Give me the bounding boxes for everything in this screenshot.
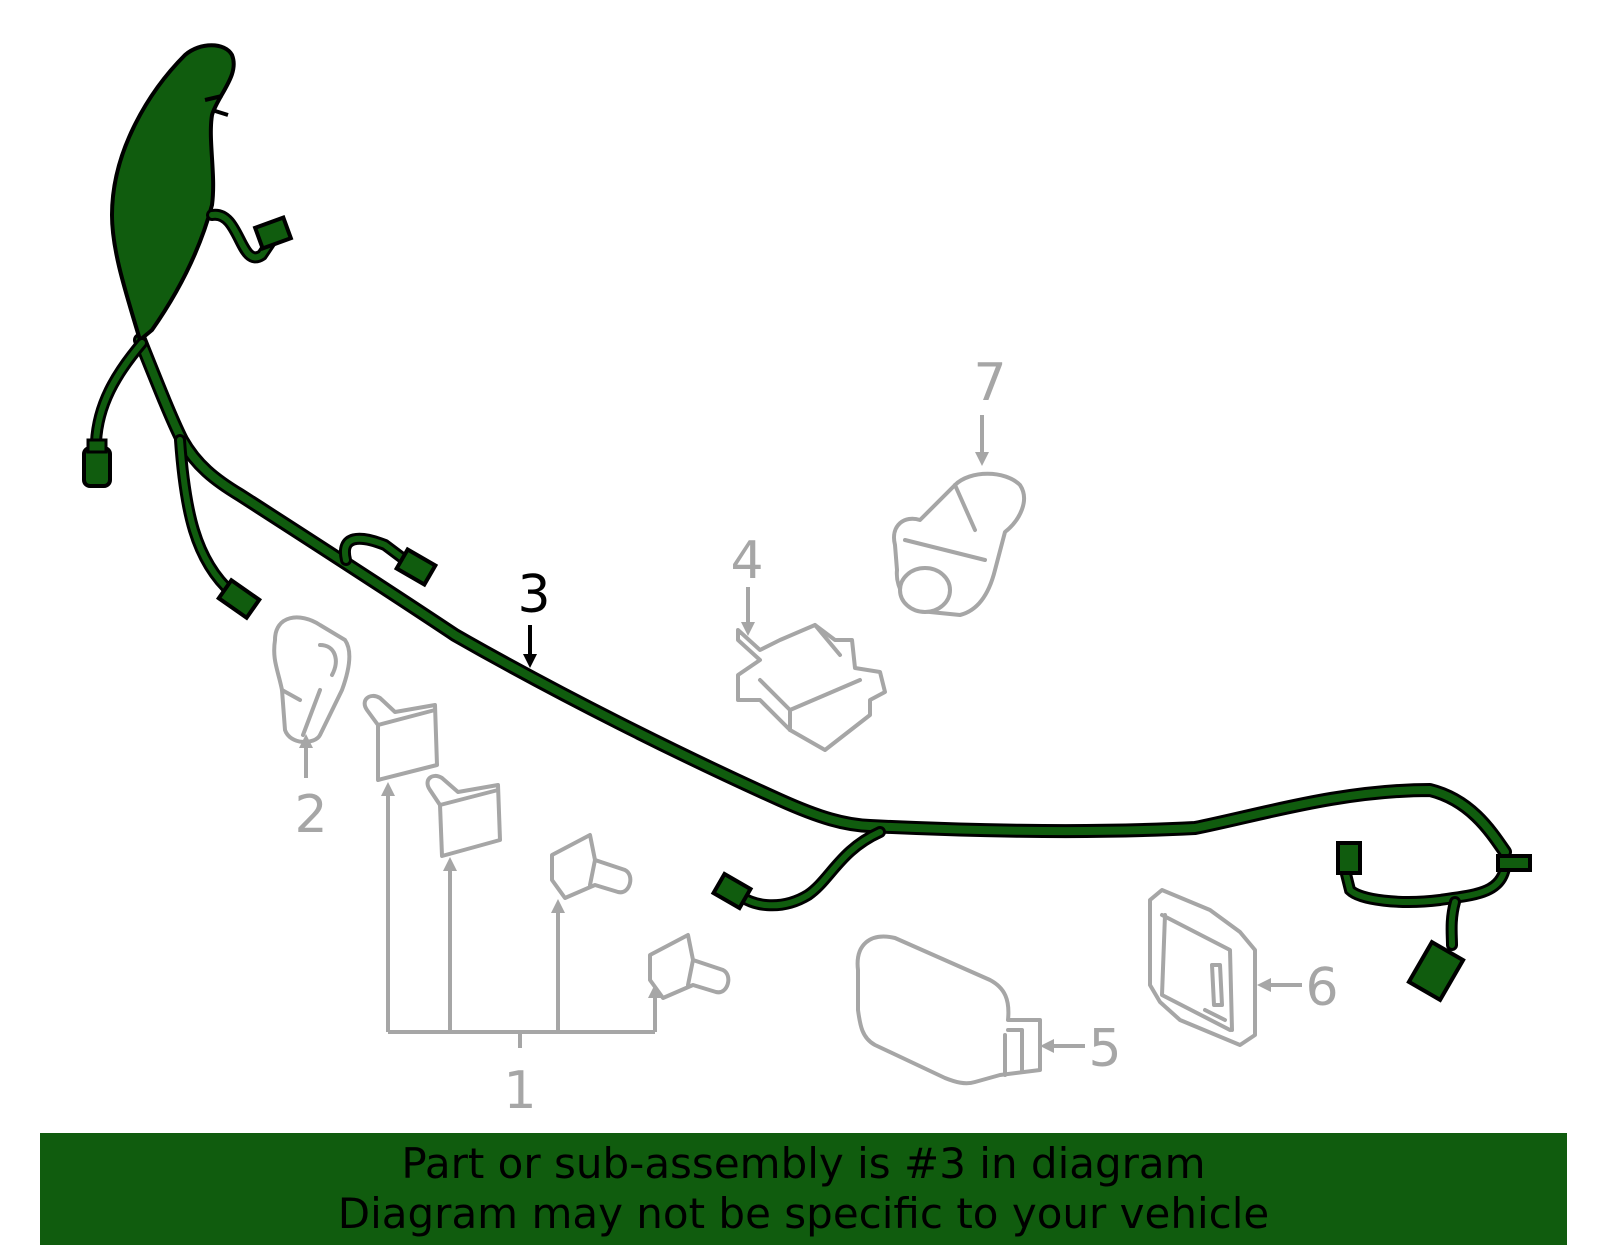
leader-arrowhead-3: [523, 654, 537, 668]
part-7-sensor: [892, 471, 1026, 617]
callout-1: 1: [503, 1061, 536, 1121]
callout-4: 4: [730, 531, 763, 591]
part-2-sensor-holder: [272, 615, 352, 744]
banner-line-1: Part or sub-assembly is #3 in diagram: [401, 1139, 1206, 1188]
callout-2: 2: [294, 785, 327, 845]
callout-6: 6: [1305, 958, 1338, 1018]
part-6-bracket: [1148, 888, 1257, 1047]
disclaimer-banner: Part or sub-assembly is #3 in diagram Di…: [40, 1133, 1567, 1245]
callout-7: 7: [973, 353, 1006, 413]
banner-line-2: Diagram may not be specific to your vehi…: [337, 1189, 1270, 1238]
callout-3: 3: [517, 565, 550, 625]
callout-5: 5: [1088, 1019, 1121, 1079]
wiring-harness-part-3[interactable]: [82, 43, 1532, 1003]
leader-arrowheads: [299, 452, 1271, 1053]
part-5-cover: [855, 934, 1042, 1086]
part-4-bracket: [736, 623, 887, 752]
leader-lines: [304, 415, 1302, 1048]
part-1-clips: [362, 693, 731, 1000]
